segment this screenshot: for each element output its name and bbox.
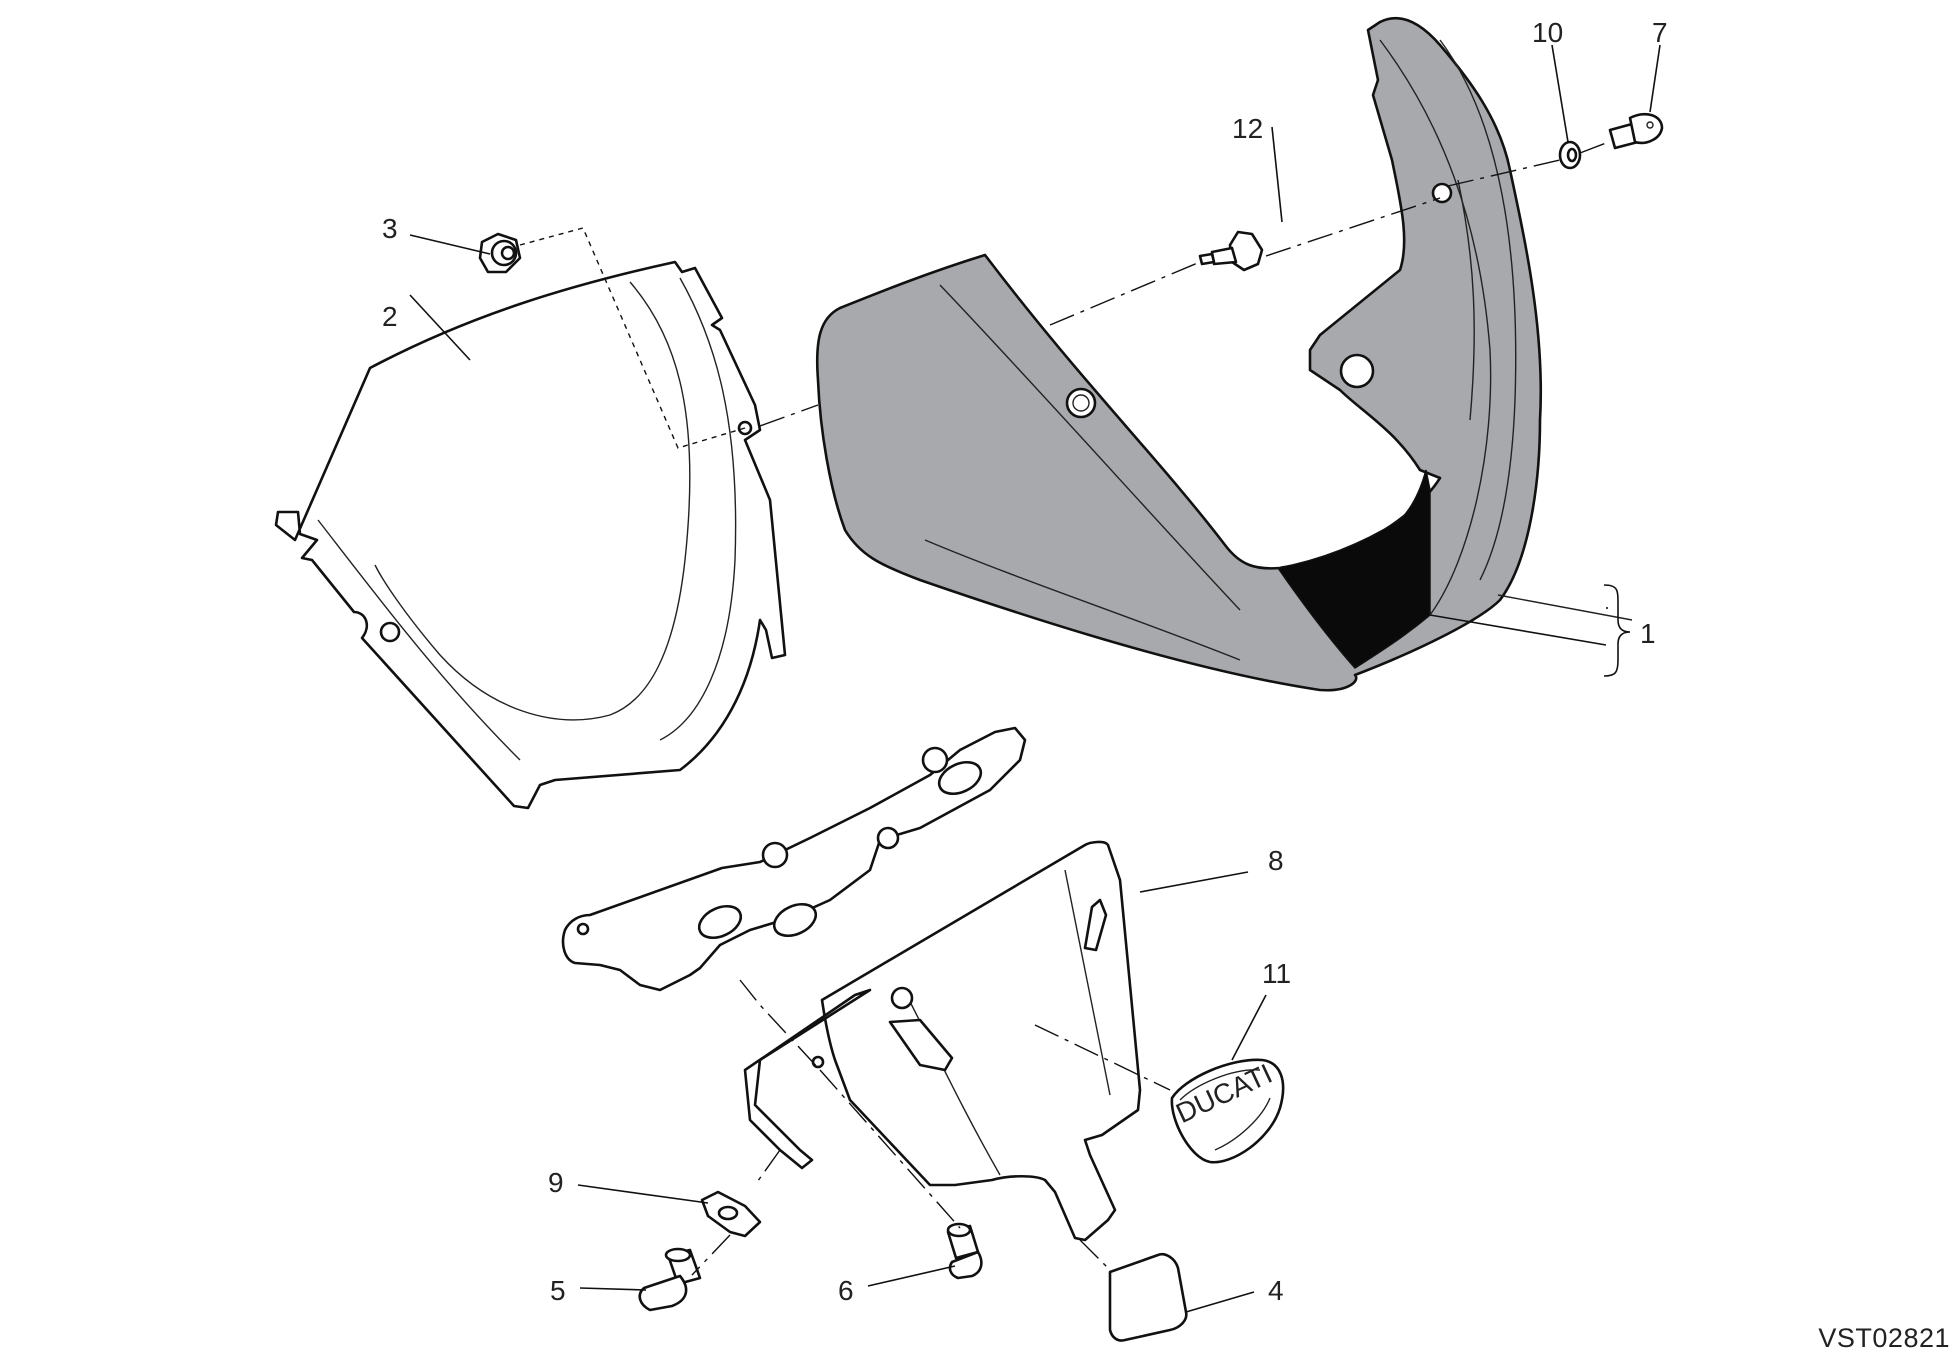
assembly-guide-lines <box>519 142 1607 1276</box>
callout-6: 6 <box>838 1275 854 1306</box>
part-number-labels: 1 2 3 4 5 6 7 8 9 10 11 12 <box>382 17 1668 1306</box>
screw-part-5 <box>638 1247 702 1312</box>
bumper-part-12 <box>1198 230 1264 272</box>
callout-5: 5 <box>550 1275 566 1306</box>
callout-1: 1 <box>1640 618 1656 649</box>
clip-nut-part-9 <box>700 1190 762 1238</box>
cap-part-4 <box>1108 1252 1188 1342</box>
callout-7: 7 <box>1652 17 1668 48</box>
screw-part-6 <box>946 1222 983 1280</box>
headlight-cowl-part-1 <box>815 16 1633 692</box>
nut-part-3 <box>478 232 522 274</box>
instrument-bracket <box>561 726 1027 992</box>
callout-10: 10 <box>1532 17 1563 48</box>
leader-lines <box>409 44 1661 1313</box>
callout-11: 11 <box>1262 958 1291 989</box>
drawing-id: VST02821 <box>1818 1323 1950 1353</box>
ducati-badge-part-11: DUCATI <box>1170 1058 1285 1164</box>
callout-2: 2 <box>382 301 398 332</box>
callout-3: 3 <box>382 213 398 244</box>
callout-12: 12 <box>1232 113 1263 144</box>
support-bracket-part-8 <box>743 840 1142 1242</box>
washer-part-10 <box>1558 140 1582 170</box>
screw-part-7 <box>1608 112 1664 150</box>
windscreen-part-2 <box>274 260 787 810</box>
callout-4: 4 <box>1268 1275 1284 1306</box>
callout-8: 8 <box>1268 845 1284 876</box>
callout-9: 9 <box>548 1167 564 1198</box>
